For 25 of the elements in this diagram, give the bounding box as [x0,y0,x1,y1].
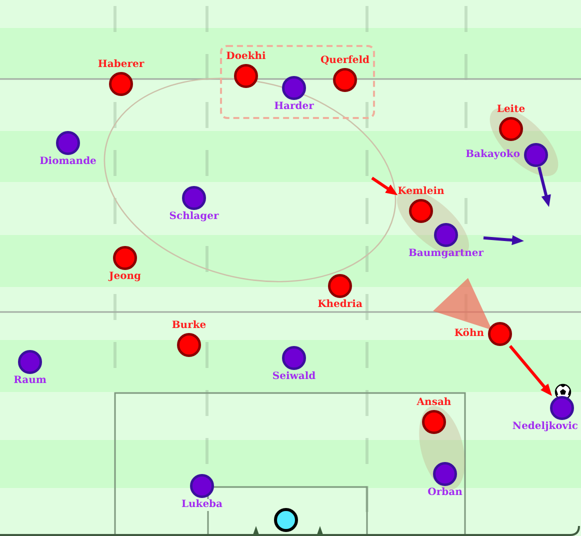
player-name: Ansah [416,397,452,409]
player-name: Raum [14,375,46,387]
highlight-frame [220,45,375,119]
player-name: Kemlein [398,186,444,198]
player-name: Haberer [98,59,144,71]
player-name: Baumgartner [408,248,484,260]
player-name: Khedria [318,299,362,311]
player-name: Nedeljkovic [512,421,578,433]
player-name: Seiwald [272,371,316,383]
player-name: Bakayoko [466,149,520,161]
arrow [483,235,524,246]
player-name: Querfeld [320,55,370,67]
player-name: Harder [274,101,314,113]
arrow [508,345,552,396]
player-name: Orban [428,487,462,499]
player-name: Lukeba [180,499,224,511]
player-name: Doekhi [226,51,266,63]
player-name: Burke [172,320,206,332]
player-name: Köhn [454,328,484,340]
player-name: Jeong [108,271,142,283]
arrow [538,166,551,207]
player-name: Diomande [40,156,96,168]
player-name: Schlager [169,211,219,223]
player-name: Leite [496,104,526,116]
arrow [371,176,398,196]
